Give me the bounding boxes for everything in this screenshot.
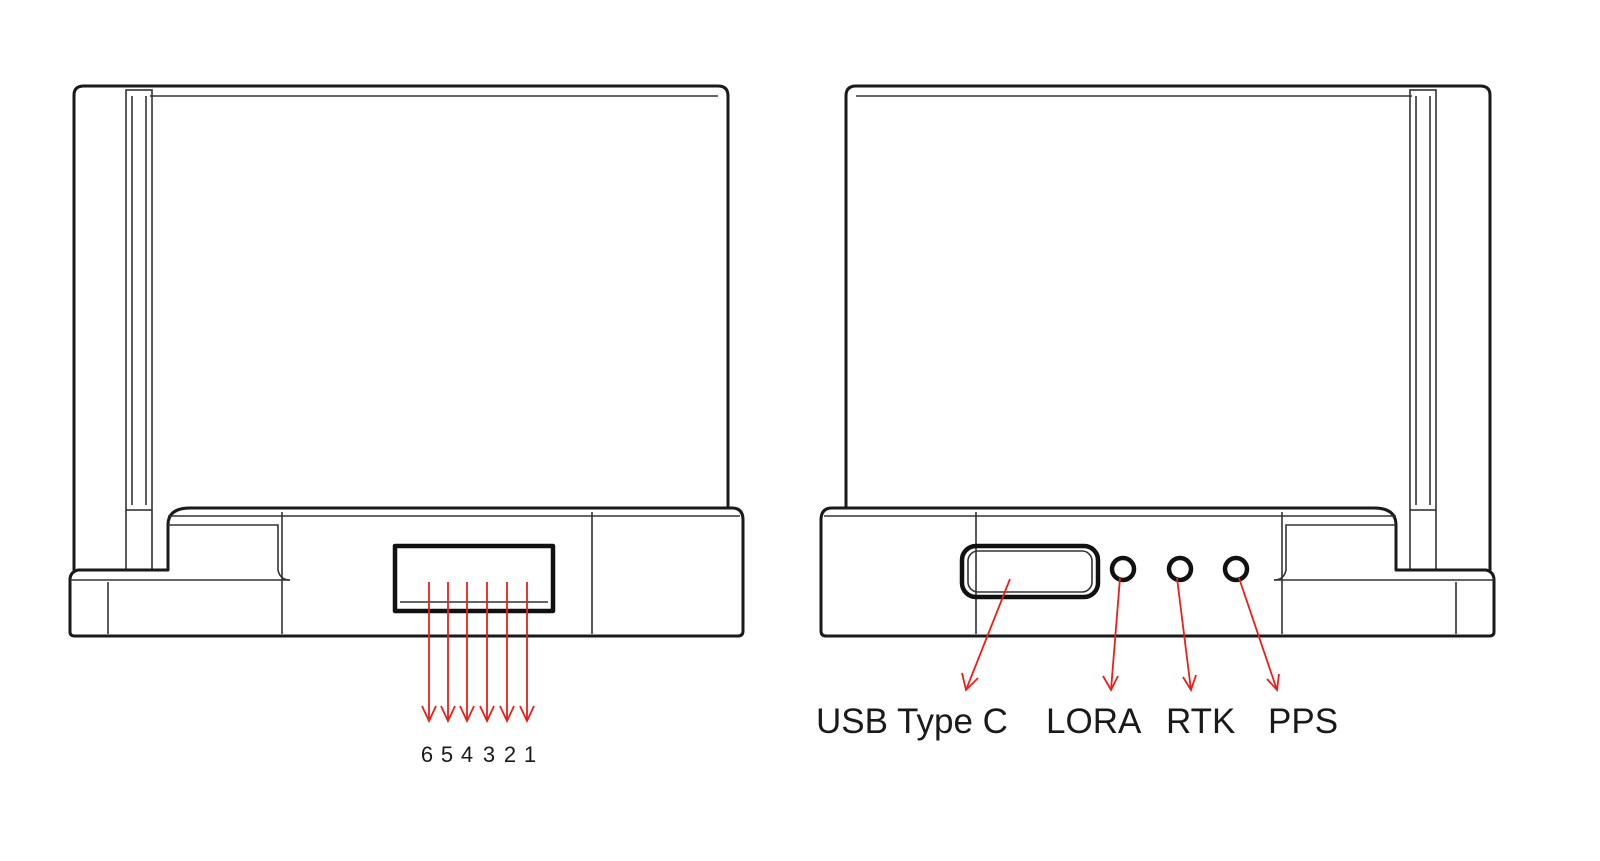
right-side-rail [1409,89,1437,511]
pps-label: PPS [1268,702,1338,741]
right-base-outline [819,506,1496,638]
pps-led [1222,555,1250,583]
port-arrows [961,577,1280,693]
rtk-label: RTK [1166,702,1235,741]
pin-arrows [421,582,535,724]
rtk-led [1166,555,1194,583]
pin-number: 1 [524,742,536,767]
left-device-view: 6 5 4 3 2 1 [68,84,745,767]
pin-number: 6 [421,742,433,767]
right-device-view: USB Type C LORA RTK PPS [816,84,1496,741]
left-base-outline [68,506,745,638]
pin-number: 2 [504,742,516,767]
pin-number: 3 [483,742,495,767]
lora-label: LORA [1046,702,1142,741]
pin-number: 5 [441,742,453,767]
usb-type-c-port [959,543,1101,600]
lora-led [1109,555,1137,583]
six-pin-connector [392,543,556,614]
left-side-rail [125,89,153,511]
usb-type-c-label: USB Type C [816,702,1008,741]
pin-number: 4 [461,742,473,767]
left-body-outline [72,84,730,572]
right-body-outline [844,84,1492,572]
